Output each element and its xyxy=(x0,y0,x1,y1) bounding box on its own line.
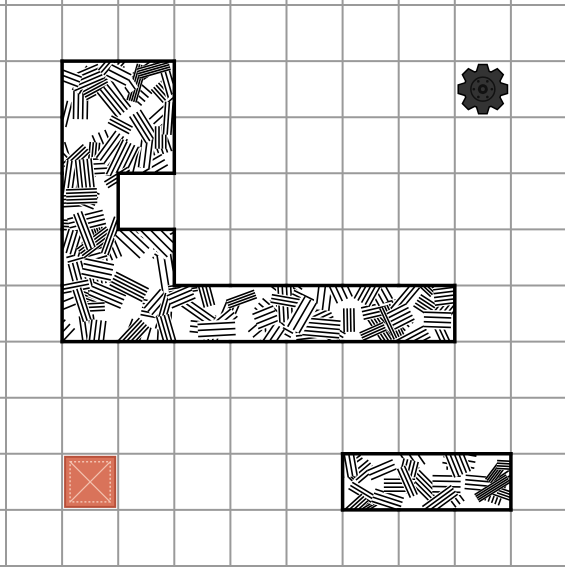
gear-icon[interactable] xyxy=(458,65,507,114)
orange-tile-icon[interactable] xyxy=(65,457,115,507)
